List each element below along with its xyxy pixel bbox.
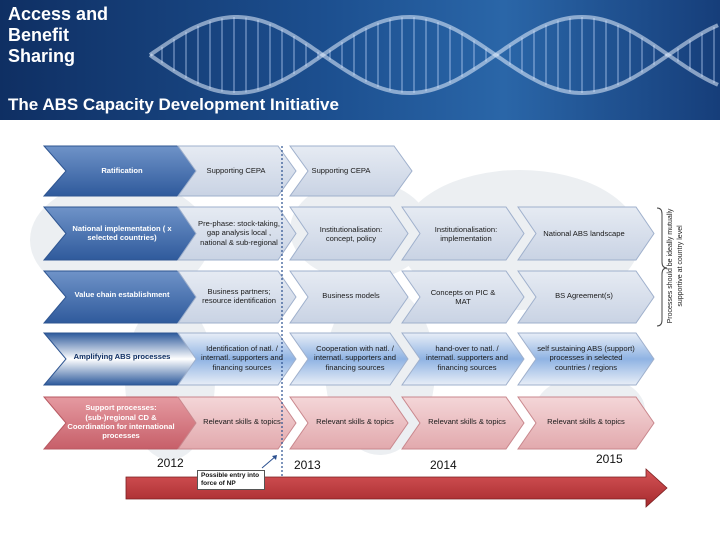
cell-amplifying-1: Identification of natl. / internatl. sup… (201, 343, 283, 372)
dna-helix-graphic (148, 14, 719, 96)
cell-support-2: Relevant skills & topics (316, 417, 394, 427)
brand-title-line-3: Sharing (8, 46, 76, 66)
page-title: The ABS Capacity Development Initiative (8, 95, 339, 114)
row-label-amplifying: Amplifying ABS processes (73, 352, 171, 362)
cell-value-chain-2: Business models (322, 291, 380, 301)
cell-national-4: National ABS landscape (543, 229, 625, 239)
cell-value-chain-3: Concepts on PIC & MAT (430, 287, 496, 306)
side-note: Processes should be ideally mutually sup… (667, 208, 684, 324)
cell-support-3: Relevant skills & topics (428, 417, 506, 427)
row-label-national-implementation: National implementation ( x selected cou… (72, 223, 172, 242)
entry-into-force-note: Possible entry into force of NP (197, 470, 265, 490)
helix-strand-1 (148, 14, 719, 96)
cell-national-3: Institutionalisation: implementation (434, 224, 498, 243)
helix-strand-2 (148, 14, 719, 96)
header-banner: Access and Benefit Sharing The ABS Capac… (0, 0, 720, 120)
cell-national-2: Institutionalisation: concept, policy (319, 224, 383, 243)
cell-ratification-1: Supporting CEPA (206, 166, 266, 176)
cell-ratification-2: Supporting CEPA (311, 166, 371, 176)
row-label-support-processes: Support processes: (sub-)regional CD & C… (67, 403, 175, 441)
brand-title: Access and Benefit Sharing (8, 4, 108, 67)
cell-amplifying-2: Cooperation with natl. / internatl. supp… (314, 343, 396, 372)
year-label-2012: 2012 (157, 456, 184, 470)
brand-title-line-2: Benefit (8, 25, 70, 45)
cell-amplifying-3: hand-over to natl. / internatl. supporte… (426, 343, 508, 372)
year-label-2015: 2015 (596, 452, 623, 466)
row-label-value-chain: Value chain establishment (74, 290, 170, 300)
year-label-2014: 2014 (430, 458, 457, 472)
brand-title-line-1: Access and (8, 4, 109, 24)
cell-national-1: Pre-phase: stock-taking, gap analysis lo… (198, 218, 280, 247)
cell-amplifying-4: self sustaining ABS (support) processes … (537, 343, 635, 372)
cell-value-chain-1: Business partners; resource identificati… (202, 286, 276, 305)
year-label-2013: 2013 (294, 458, 321, 472)
cell-value-chain-4: BS Agreement(s) (555, 291, 613, 301)
cell-support-4: Relevant skills & topics (547, 417, 625, 427)
cell-support-1: Relevant skills & topics (203, 417, 281, 427)
row-label-ratification: Ratification (101, 166, 143, 176)
